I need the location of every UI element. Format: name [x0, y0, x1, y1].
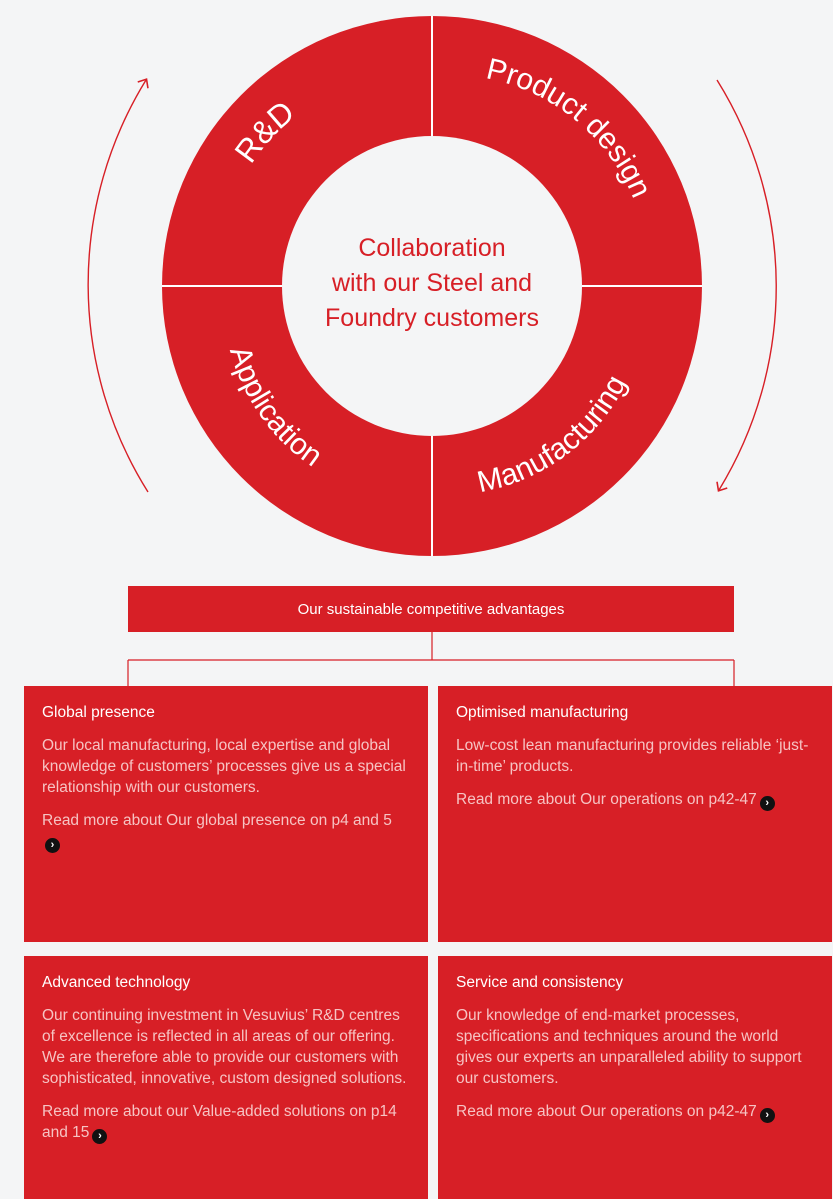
read-more-text: Read more about our Value-added solution…: [42, 1103, 397, 1141]
chevron-right-icon: ›: [45, 838, 60, 853]
read-more-link[interactable]: Read more about Our operations on p42-47…: [456, 1101, 812, 1123]
card-title: Service and consistency: [456, 974, 624, 991]
card-body: Low-cost lean manufacturing provides rel…: [456, 737, 809, 775]
advantages-banner: Our sustainable competitive advantages: [128, 586, 734, 632]
card-body: Our continuing investment in Vesuvius’ R…: [42, 1007, 407, 1087]
card-title: Optimised manufacturing: [456, 704, 629, 721]
card-service-consistency: Service and consistency Our knowledge of…: [438, 956, 832, 1199]
center-line-1: Collaboration: [358, 234, 505, 262]
read-more-link[interactable]: Read more about Our operations on p42-47…: [456, 789, 812, 811]
card-global-presence: Global presence Our local manufacturing,…: [24, 686, 428, 942]
banner-connector: [127, 632, 735, 690]
chevron-right-icon: ›: [759, 796, 775, 811]
read-more-text: Read more about Our global presence on p…: [42, 812, 392, 829]
card-title: Advanced technology: [42, 974, 191, 991]
advantages-banner-label: Our sustainable competitive advantages: [297, 600, 565, 618]
card-title: Global presence: [42, 704, 155, 721]
card-advanced-technology: Advanced technology Our continuing inves…: [24, 956, 428, 1199]
chevron-right-icon: ›: [759, 1108, 775, 1123]
chevron-right-icon: ›: [92, 1129, 108, 1144]
card-body: Our knowledge of end-market processes, s…: [456, 1007, 802, 1087]
center-line-3: Foundry customers: [325, 304, 539, 332]
collaboration-wheel: R&D Product design Manufacturing Applica…: [87, 16, 777, 556]
read-more-text: Read more about Our operations on p42-47: [456, 791, 757, 808]
card-optimised-manufacturing: Optimised manufacturing Low-cost lean ma…: [438, 686, 832, 942]
read-more-link[interactable]: Read more about our Value-added solution…: [42, 1101, 408, 1144]
card-body: Our local manufacturing, local expertise…: [42, 737, 406, 796]
cycle-arrow-left: [87, 78, 149, 493]
cycle-arrow-right: [716, 79, 777, 492]
center-line-2: with our Steel and: [331, 269, 532, 297]
wheel-center: [282, 136, 582, 436]
read-more-text: Read more about Our operations on p42-47: [456, 1103, 757, 1120]
read-more-link[interactable]: Read more about Our global presence on p…: [42, 810, 408, 853]
